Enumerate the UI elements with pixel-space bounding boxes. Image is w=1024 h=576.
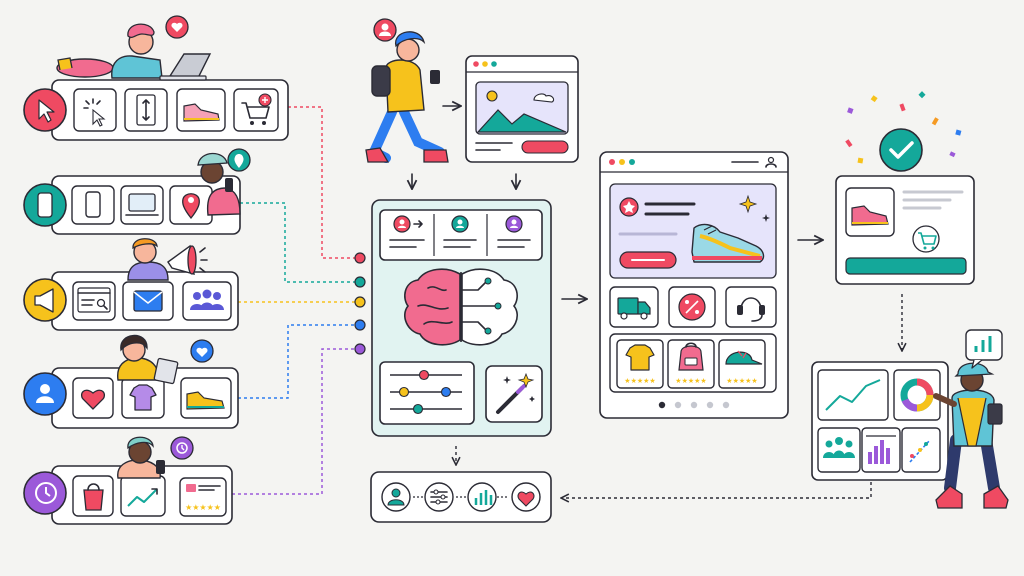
source-row-device (23, 148, 251, 235)
account-icon (765, 156, 777, 168)
review-card-icon: ★★★★★ (179, 477, 227, 517)
person-with-laptop (56, 15, 212, 81)
add-to-cart-icon (233, 88, 279, 132)
donut-chart-icon (893, 369, 941, 421)
carousel-dots (658, 401, 730, 409)
carousel-dot[interactable] (722, 401, 730, 409)
location-pin-icon (169, 185, 213, 225)
person-with-megaphone (127, 238, 208, 281)
product-grid: ★★★★★ ★★★★★ ★★★★★ (609, 333, 777, 393)
sneaker-icon (691, 194, 770, 263)
checkout-card (835, 91, 975, 285)
carousel-dot[interactable] (658, 401, 666, 409)
connector-dot (354, 276, 366, 288)
source-connectors (232, 106, 358, 495)
backpack-icon (667, 339, 715, 389)
connector-device (240, 202, 358, 283)
carousel-dot[interactable] (674, 401, 682, 409)
connector-history (232, 348, 358, 495)
walking-shopper (365, 18, 449, 163)
magic-wand-icon (485, 365, 543, 423)
megaphone-icon (23, 278, 67, 322)
personalized-store-window: ★★★★★ ★★★★★ ★★★★★ (599, 151, 789, 419)
team-icon (817, 427, 861, 473)
connector-behavior (288, 106, 358, 259)
heart-icon (511, 482, 541, 512)
connector-dot (354, 252, 366, 264)
rating-stars: ★★★★★ (675, 377, 706, 385)
laptop-icon (120, 185, 164, 225)
email-icon (122, 281, 174, 321)
audience-icon (182, 281, 232, 321)
user-arrow-icon (389, 215, 425, 248)
carousel-dot[interactable] (706, 401, 714, 409)
shopping-bag-icon (72, 475, 114, 517)
user-profile-icon (23, 372, 67, 416)
browser-preview-window (465, 55, 579, 163)
brain-circuit-icon (404, 268, 518, 346)
headset-icon (725, 286, 777, 328)
sneaker-icon (845, 187, 895, 237)
connector-dot (354, 343, 366, 355)
heart-icon (72, 377, 114, 419)
scroll-icon (124, 88, 168, 132)
svg-text:★★★★★: ★★★★★ (185, 503, 221, 512)
connector-dot (354, 296, 366, 308)
discount-icon (668, 286, 716, 328)
personalization-engine-panel (371, 199, 552, 437)
checkmark-icon (879, 128, 923, 172)
click-icon (73, 88, 117, 132)
sneaker-icon (180, 377, 232, 419)
cursor-icon (23, 88, 67, 132)
user-icon (443, 215, 477, 248)
carousel-dot[interactable] (690, 401, 698, 409)
source-row-history: ★★★★★ (23, 436, 233, 525)
history-icon (23, 471, 67, 515)
product-ratings: ★★★★★ ★★★★★ ★★★★★ (624, 377, 757, 385)
insight-bubble-icon (965, 329, 1003, 369)
analyst-person (933, 329, 1009, 509)
phone-icon (71, 185, 115, 225)
tshirt-icon (616, 339, 664, 389)
smartphone-icon (23, 183, 67, 227)
connector-dot (354, 319, 366, 331)
source-row-behavior (23, 15, 289, 141)
output-strip (370, 471, 552, 523)
delivery-truck-icon (609, 286, 659, 328)
analytics-dashboard (811, 361, 949, 481)
hero-banner (609, 183, 777, 279)
person-with-phone (197, 148, 251, 216)
cart-icon (912, 225, 940, 253)
arrow-analytics-to-output (562, 482, 872, 498)
confetti (845, 91, 962, 164)
checkout-button-shape (845, 257, 967, 275)
rating-stars: ★★★★★ (624, 377, 655, 385)
user-icon (497, 215, 531, 248)
person-with-phone-history (117, 436, 194, 479)
rating-stars: ★★★★★ (726, 377, 757, 385)
bar-chart-icon (861, 427, 901, 473)
source-row-profile (23, 334, 239, 429)
line-chart-icon (817, 369, 889, 421)
user-icon (381, 482, 411, 512)
sliders-icon (379, 361, 475, 425)
person-with-tablet (117, 334, 214, 385)
cta-button-shape (521, 140, 569, 154)
sneaker-icon (176, 88, 226, 132)
cap-icon (718, 339, 766, 389)
bar-chart-icon (467, 482, 497, 512)
scatter-icon (901, 427, 941, 473)
tshirt-icon (121, 377, 165, 419)
connector-profile (238, 324, 358, 399)
image-placeholder-icon (475, 81, 569, 135)
search-browser-icon (72, 281, 116, 321)
trend-chart-icon (120, 475, 166, 517)
sliders-icon (424, 482, 454, 512)
connector-dots (354, 252, 366, 355)
source-row-marketing (23, 238, 239, 331)
